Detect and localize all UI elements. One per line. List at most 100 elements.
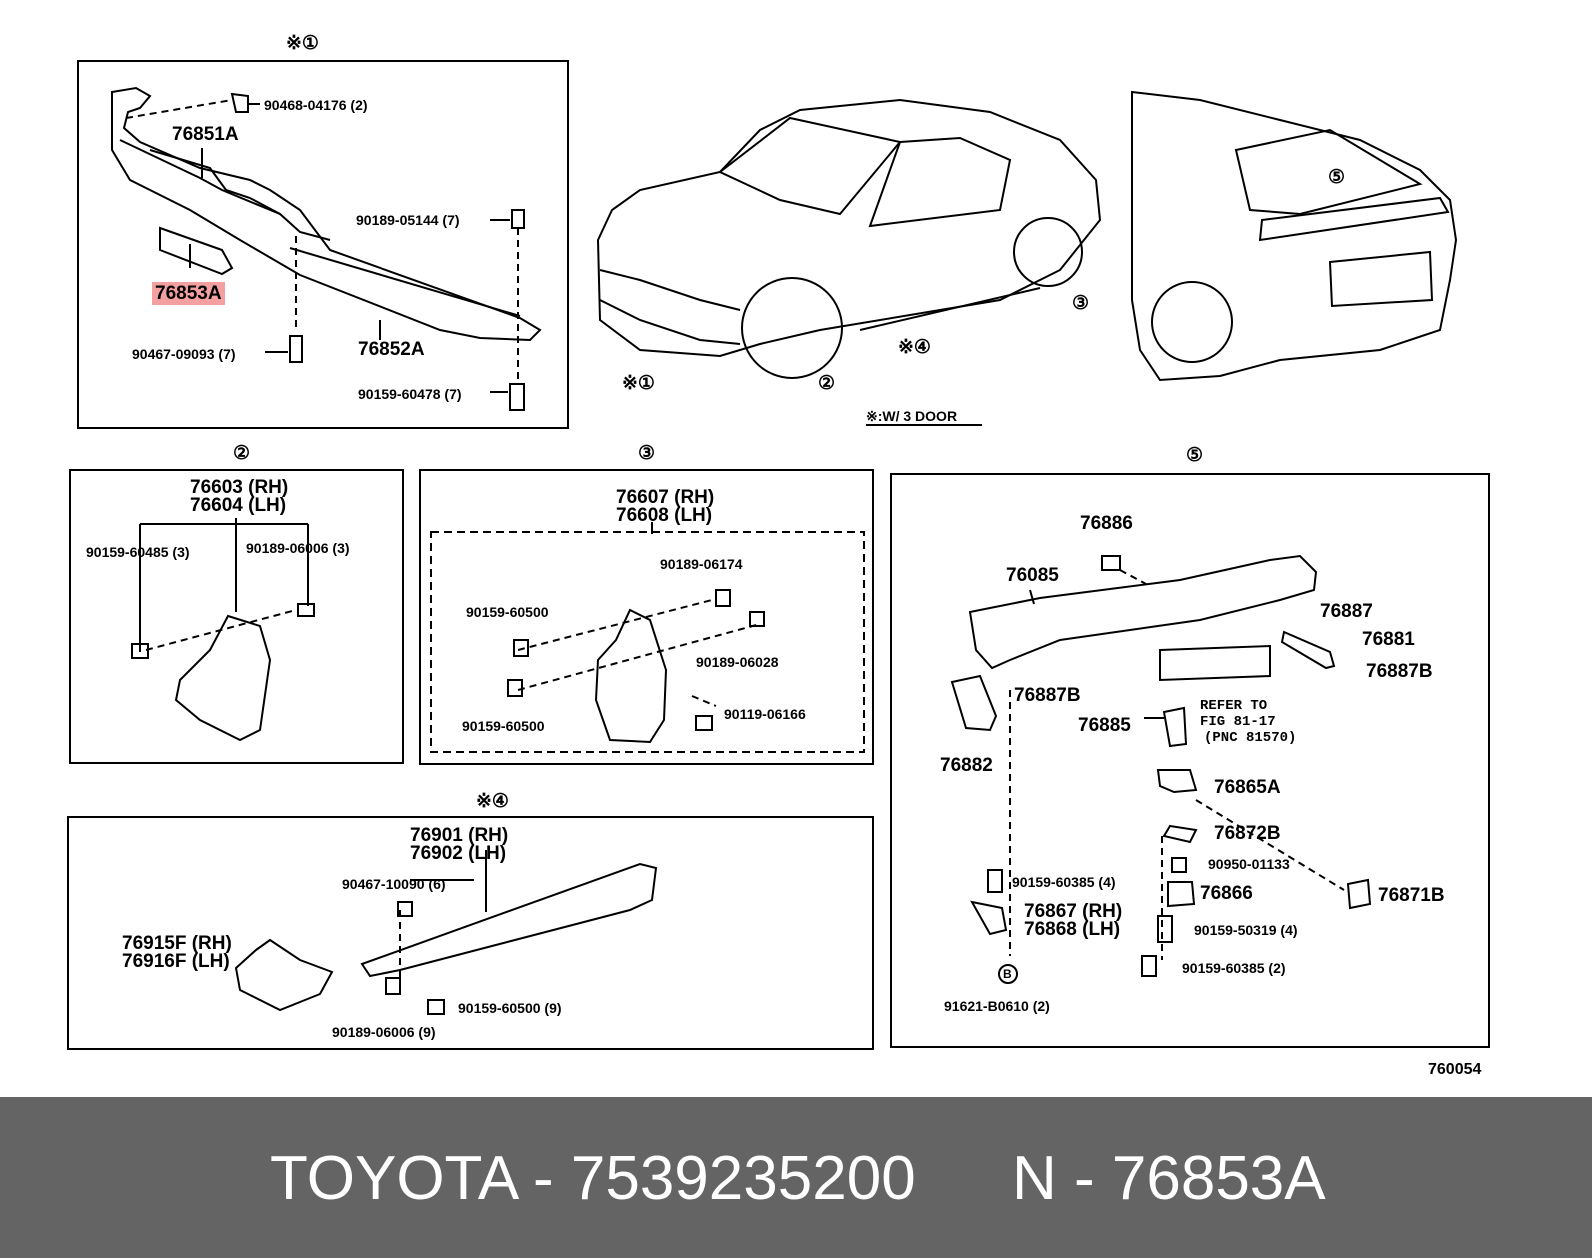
section-5-title: ⑤: [1186, 445, 1204, 466]
part-label: 90189-06174: [660, 556, 743, 572]
car-rear-body: [1131, 90, 1458, 382]
leader-dash: [691, 695, 717, 707]
part-76867: [970, 900, 1008, 936]
car-bumper-line: [599, 269, 741, 311]
section-3-title: ③: [638, 443, 656, 464]
note-3-door: ※:W/ 3 DOOR: [866, 408, 958, 424]
diagram-drawing: [67, 60, 1490, 1050]
leader: [1029, 589, 1035, 605]
part-label: 90950-01133: [1208, 856, 1290, 872]
car-rear-wheel: [1013, 217, 1083, 287]
part-label: 90189-06006 (3): [246, 540, 350, 556]
part-label: 76872B: [1214, 823, 1281, 844]
part-label: 76607 (RH): [616, 487, 715, 508]
leader-dash: [517, 623, 761, 691]
part-76882: [950, 674, 998, 732]
mudguard-front: [174, 614, 272, 742]
screw-90159-60485: [131, 643, 149, 659]
part-label: 76887B: [1014, 685, 1081, 706]
washer-90950: [1171, 857, 1187, 873]
refer-note-line3: (PNC 81570): [1204, 730, 1297, 746]
frame-section-3: [419, 469, 874, 765]
part-label: 76871B: [1378, 885, 1445, 906]
part-76886: [1101, 555, 1121, 571]
part-76865A: [1156, 769, 1198, 794]
part-label: 76866: [1200, 883, 1253, 904]
clip-90467-10090: [397, 901, 413, 917]
part-label: 90468-04176 (2): [264, 97, 368, 113]
mudguard-rear: [594, 608, 668, 744]
clip-90189-06006: [385, 977, 401, 995]
part-label: 76085: [1006, 565, 1059, 586]
part-label: 76885: [1078, 715, 1131, 736]
mudflap-side: [234, 938, 334, 1012]
car-side-skirt: [859, 287, 1041, 331]
screw-90189: [511, 209, 525, 229]
screw-90159-60500: [513, 639, 529, 657]
part-label: 90159-60478 (7): [358, 386, 462, 402]
screw-90119-06166: [695, 715, 713, 731]
leader-dash: [125, 99, 233, 119]
stop-lamp: [1159, 644, 1271, 682]
clip-90189-06174: [715, 589, 731, 607]
mark-b-circle: [998, 964, 1018, 984]
part-label: 90159-60500 (9): [458, 1000, 562, 1016]
callout-1: ※①: [622, 373, 655, 394]
parts-diagram: ※① 90468-04176 (2) 76851A 90189-05144 (7…: [67, 34, 1490, 1078]
callout-4: ※④: [898, 337, 931, 358]
part-label: 76603 (RH): [190, 477, 289, 498]
part-label: 76887: [1320, 601, 1373, 622]
part-label: 76886: [1080, 513, 1133, 534]
part-76871B: [1346, 878, 1372, 910]
part-label: 76867 (RH): [1024, 901, 1123, 922]
screw-90159-60385-a: [987, 869, 1003, 893]
part-label: 76851A: [172, 124, 239, 145]
part-label: 90159-60485 (3): [86, 544, 190, 560]
car-front-wheel: [741, 277, 843, 379]
part-76885: [1162, 706, 1188, 748]
car-rear-wheel-2: [1151, 281, 1233, 363]
clip-90189-06028: [749, 611, 765, 627]
refer-note-line2: FIG 81-17: [1200, 714, 1276, 730]
screw-90159: [509, 383, 525, 411]
part-label: 90159-60500: [466, 604, 549, 620]
part-label: 76915F (RH): [122, 933, 232, 954]
frame-section-5: [890, 473, 1490, 1048]
frame-section-1: [77, 60, 569, 429]
part-label: 76852A: [358, 339, 425, 360]
car-plate-area: [1328, 250, 1434, 308]
part-label: 76901 (RH): [410, 825, 509, 846]
callout-3: ③: [1072, 293, 1090, 314]
part-label: 76916F (LH): [122, 951, 230, 972]
screw-90159-60500: [427, 999, 445, 1015]
callout-2: ②: [818, 373, 836, 394]
rear-spoiler: [968, 554, 1318, 670]
screw-90159-50319: [1157, 915, 1173, 943]
footer-brand-part-number: TOYOTA - 7539235200: [270, 1144, 916, 1213]
part-76866: [1167, 881, 1196, 908]
figure-number: 760054: [1428, 1061, 1482, 1078]
part-label: 76882: [940, 755, 993, 776]
section-2-title: ②: [233, 443, 251, 464]
refer-note-line1: REFER TO: [1200, 698, 1268, 714]
leader-dash: [1119, 569, 1147, 585]
clip-90468: [230, 92, 249, 113]
highlight-76853A: 76853A: [152, 282, 225, 305]
frame-section-2: [69, 469, 404, 764]
part-label: 90159-60500: [462, 718, 545, 734]
mark-b: B: [1003, 967, 1012, 981]
car-rear-spoiler: [1258, 196, 1450, 242]
part-label: 90159-60385 (4): [1012, 874, 1116, 890]
part-label: 90189-06006 (9): [332, 1024, 436, 1040]
frame-section-4: [67, 816, 874, 1050]
part-label: 90159-60385 (2): [1182, 960, 1286, 976]
part-label: 90467-09093 (7): [132, 346, 236, 362]
car-side-window: [868, 136, 1012, 228]
part-label: 76902 (LH): [410, 843, 507, 864]
part-label: 76868 (LH): [1024, 919, 1121, 940]
part-label: 76608 (LH): [616, 505, 713, 526]
car-rear-window: [1234, 128, 1423, 216]
callout-5: ⑤: [1328, 167, 1346, 188]
section-4-title: ※④: [476, 791, 509, 812]
part-label-highlighted: 76853A: [152, 282, 225, 305]
